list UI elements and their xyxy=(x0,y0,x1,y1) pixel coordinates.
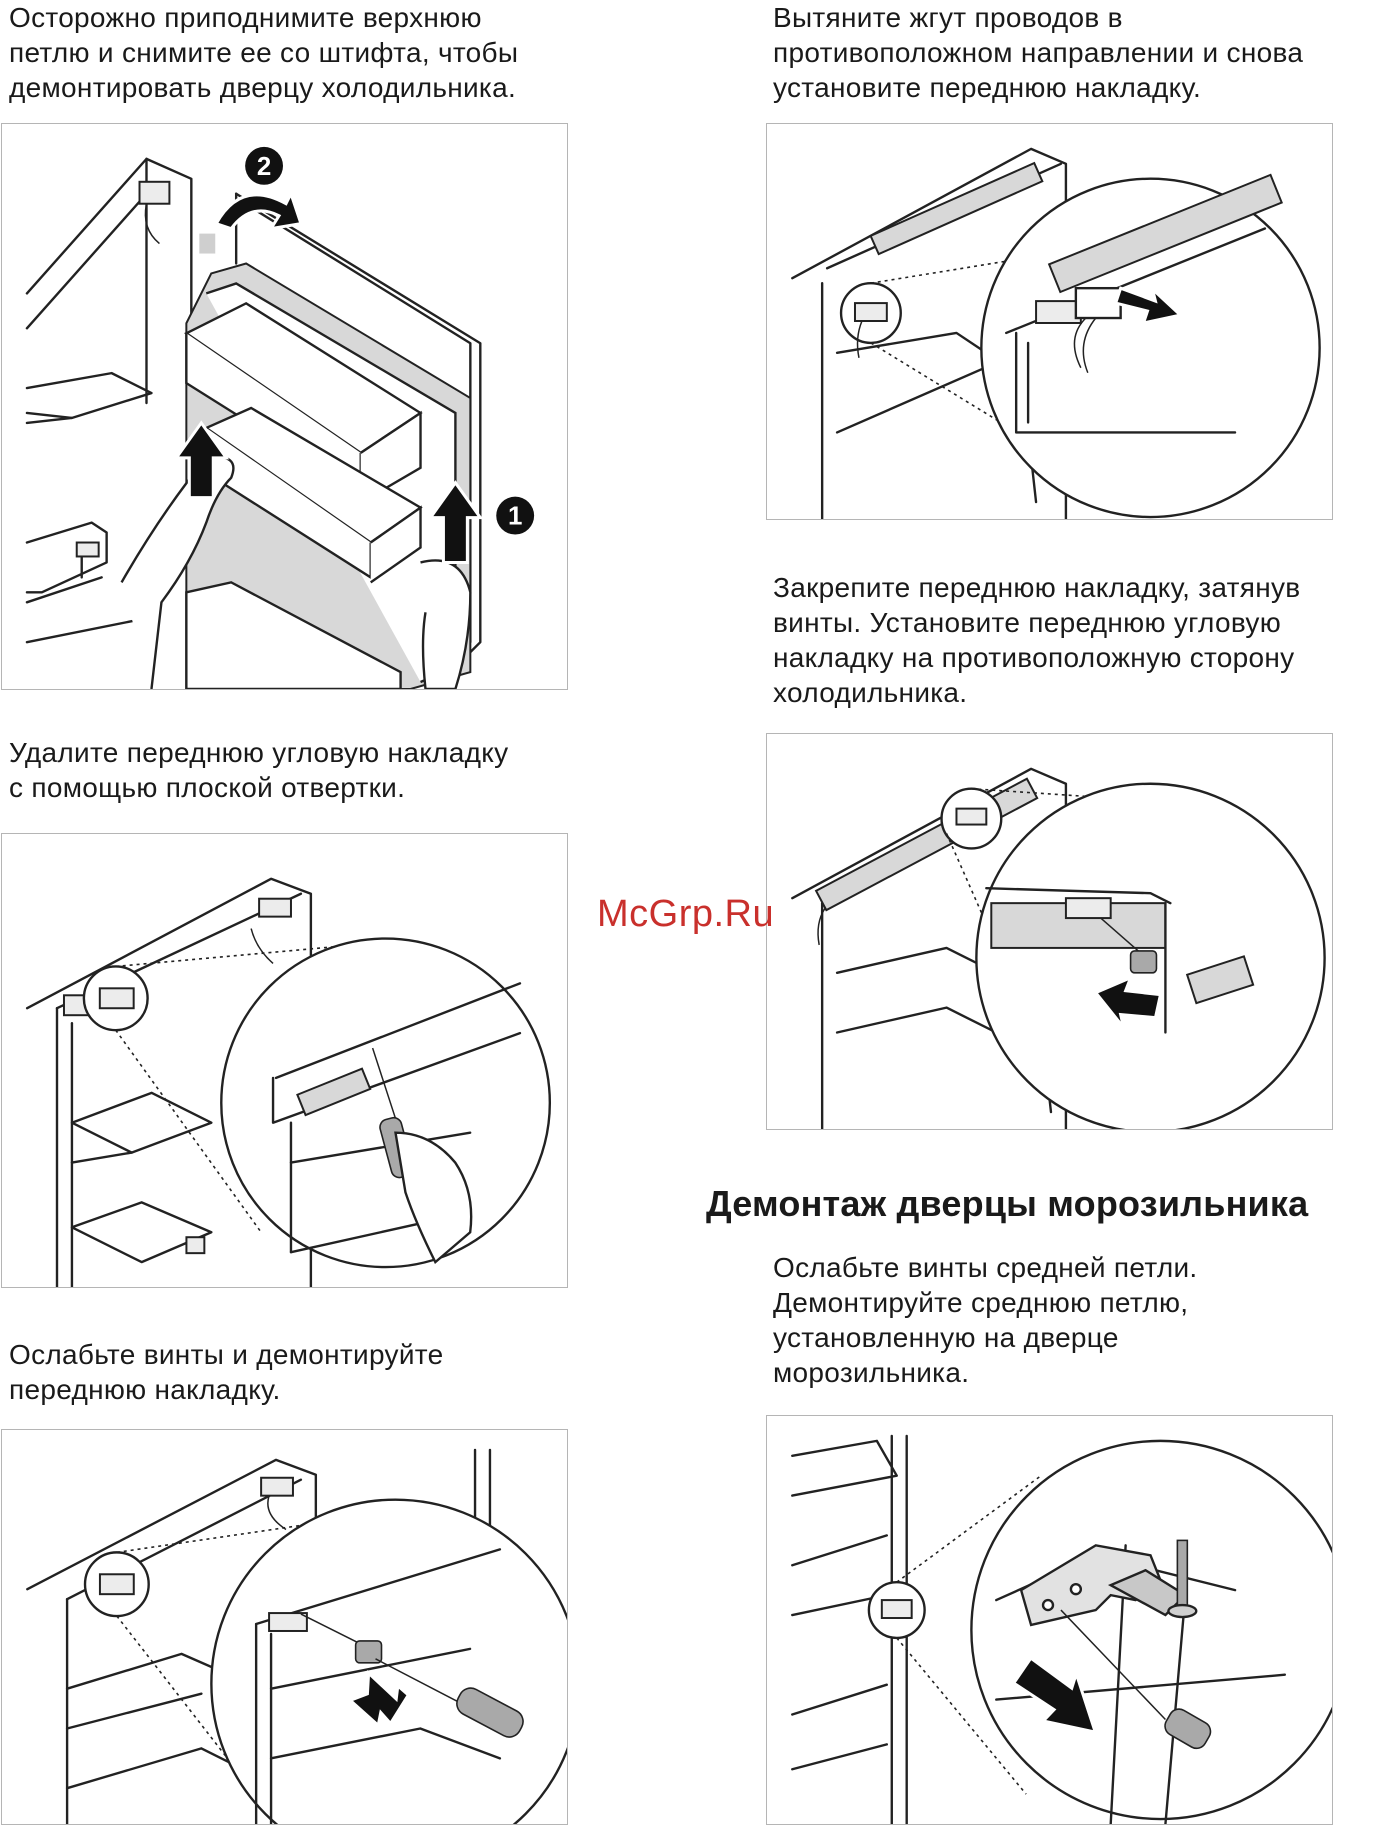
caption-line: переднюю накладку. xyxy=(9,1374,281,1405)
caption-step6: Ослабьте винты средней петли. Демонтируй… xyxy=(773,1250,1198,1390)
caption-line: с помощью плоской отвертки. xyxy=(9,772,406,803)
caption-line: Ослабьте винты средней петли. xyxy=(773,1252,1198,1283)
caption-line: Вытяните жгут проводов в xyxy=(773,2,1123,33)
caption-line: Удалите переднюю угловую накладку xyxy=(9,737,509,768)
watermark: McGrp.Ru xyxy=(597,893,775,935)
caption-line: Закрепите переднюю накладку, затянув xyxy=(773,572,1301,603)
caption-step3: Ослабьте винты и демонтируйте переднюю н… xyxy=(9,1337,443,1407)
middle-hinge-illustration xyxy=(791,1434,1332,1824)
illustration-remove-front-cover xyxy=(1,1429,568,1825)
illustration-fix-front-cover xyxy=(766,733,1333,1130)
caption-line: демонтировать дверцу холодильника. xyxy=(9,72,517,103)
wire-harness-illustration xyxy=(791,147,1321,519)
caption-line: холодильника. xyxy=(773,677,968,708)
caption-line: петлю и снимите ее со штифта, чтобы xyxy=(9,37,519,68)
badge-1: 1 xyxy=(508,503,522,531)
fix-cover-illustration xyxy=(791,767,1326,1129)
caption-line: установите переднюю накладку. xyxy=(773,72,1202,103)
caption-line: противоположном направлении и снова xyxy=(773,37,1304,68)
caption-line: установленную на дверце xyxy=(773,1322,1119,1353)
corner-cover-illustration xyxy=(25,877,552,1287)
caption-step5: Закрепите переднюю накладку, затянув вин… xyxy=(773,570,1300,710)
badge-2: 2 xyxy=(257,153,271,181)
caption-line: Ослабьте винты и демонтируйте xyxy=(9,1339,444,1370)
illustration-remove-middle-hinge xyxy=(766,1415,1333,1825)
caption-step1: Осторожно приподнимите верхнюю петлю и с… xyxy=(9,0,518,105)
caption-step2: Удалите переднюю угловую накладку с помо… xyxy=(9,735,508,805)
illustration-pull-wire-harness xyxy=(766,123,1333,520)
fridge-door-illustration: 2 1 xyxy=(25,146,535,689)
front-cover-illustration xyxy=(26,1448,567,1824)
caption-line: Демонтируйте среднюю петлю, xyxy=(773,1287,1189,1318)
section-heading: Демонтаж дверцы морозильника xyxy=(706,1183,1309,1224)
illustration-remove-fridge-door: 2 1 xyxy=(1,123,568,690)
caption-line: винты. Установите переднюю угловую xyxy=(773,607,1282,638)
caption-line: накладку на противоположную сторону xyxy=(773,642,1295,673)
caption-line: Осторожно приподнимите верхнюю xyxy=(9,2,482,33)
caption-step4: Вытяните жгут проводов в противоположном… xyxy=(773,0,1303,105)
caption-line: морозильника. xyxy=(773,1357,970,1388)
illustration-remove-corner-cover xyxy=(1,833,568,1288)
